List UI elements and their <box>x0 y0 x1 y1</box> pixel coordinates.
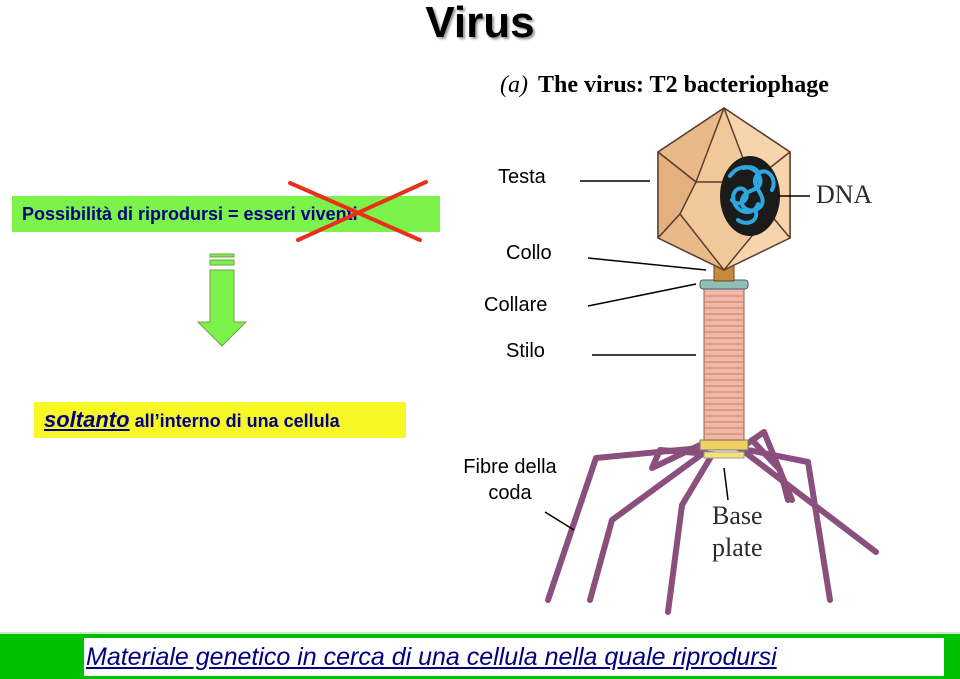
label-testa: Testa <box>498 166 546 188</box>
tail-fibres <box>545 429 879 615</box>
figure-caption-text: The virus: T2 bacteriophage <box>537 72 829 98</box>
red-cross-icon <box>288 180 428 242</box>
leader-lines <box>544 180 810 531</box>
label-collo: Collo <box>506 242 552 264</box>
label-base-line2: plate <box>712 533 763 562</box>
label-base-plate: Base plate <box>712 500 792 564</box>
footer-text: Materiale genetico in cerca di una cellu… <box>84 638 944 676</box>
label-fibre-line2: coda <box>488 482 532 504</box>
figure-letter: (a) <box>500 72 528 98</box>
inside-rest: all’interno di una cellula <box>129 411 340 431</box>
dna-icon <box>720 156 780 236</box>
down-arrow-icon <box>196 253 248 347</box>
reproduce-box: Possibilità di riprodursi = esseri viven… <box>12 196 440 232</box>
label-dna: DNA <box>816 180 873 209</box>
base-plate <box>699 439 749 459</box>
label-fibre-line1: Fibre della <box>463 456 557 478</box>
inside-emphasis: soltanto <box>44 407 130 432</box>
label-stilo: Stilo <box>506 340 545 362</box>
label-collare: Collare <box>484 294 548 316</box>
tail-sheath <box>703 287 745 441</box>
label-fibre-coda: Fibre della coda <box>440 454 580 506</box>
inside-cell-box: soltanto all’interno di una cellula <box>34 402 406 438</box>
figure-caption: (a) The virus: T2 bacteriophage <box>500 72 829 99</box>
label-base-line1: Base <box>712 501 763 530</box>
page-title: Virus <box>425 0 535 47</box>
